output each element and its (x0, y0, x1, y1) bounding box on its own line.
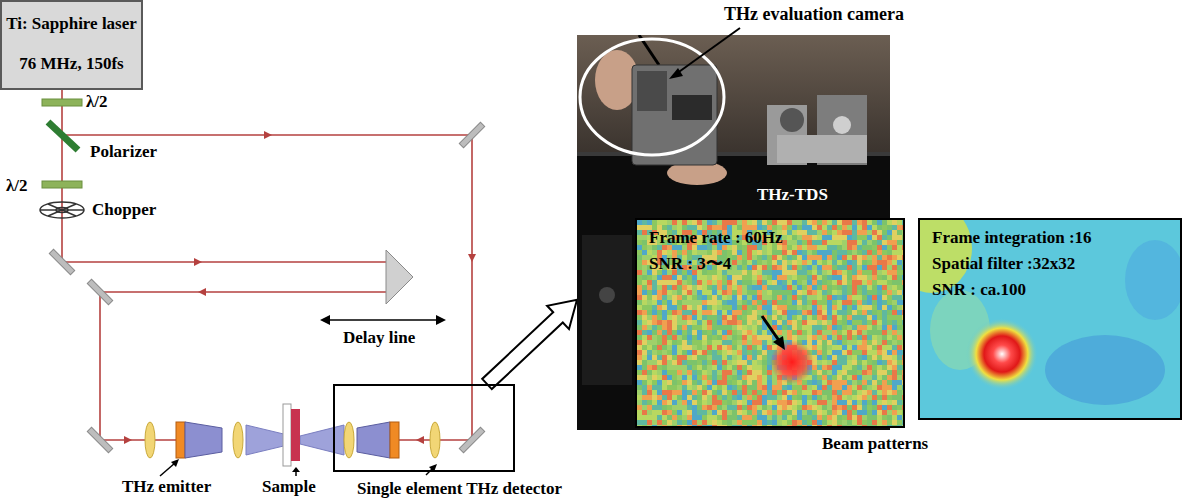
noise-speckle (637, 220, 905, 428)
noise-speckle (637, 220, 905, 428)
half-wave-plate (42, 99, 82, 106)
leader-line (160, 463, 175, 476)
beam-arrow (416, 436, 424, 444)
beam-spot (966, 318, 1038, 390)
thz-camera (632, 65, 717, 165)
beam-arrow (198, 288, 206, 296)
part-label: Polarizer (90, 142, 157, 161)
chopper (48, 204, 76, 216)
connector-arrow (482, 300, 577, 389)
node-text: Ti: Sapphire laser (6, 14, 137, 33)
silicon-lens (185, 422, 222, 458)
noise-speckle (637, 220, 905, 428)
optics-mount (833, 116, 851, 134)
node-text: SNR : ca.100 (932, 280, 1026, 299)
noise-background (637, 220, 905, 428)
noise-speckle (637, 220, 905, 428)
half-wave-plate (42, 181, 82, 188)
noise-speckle (637, 220, 905, 428)
node-text: Single element THz detector (357, 479, 562, 498)
highlight-ellipse (580, 39, 724, 155)
part-label: Delay line (343, 328, 415, 347)
optics-mount (780, 108, 804, 132)
noise-speckle (637, 220, 905, 428)
mirror (87, 427, 112, 452)
beam-spot (770, 340, 814, 384)
pattern-region (1125, 240, 1182, 320)
beam-pattern: Frame rate : 60HzSNR : 3〜4 (635, 218, 905, 428)
beam-arrow (468, 254, 476, 262)
chopper (48, 204, 76, 216)
sample-holder (283, 404, 291, 466)
part-label: THz evaluation camera (724, 4, 904, 24)
leader-line (676, 28, 740, 74)
laser-beam (471, 135, 473, 440)
laser-beam (61, 90, 63, 262)
pointer-arrow (773, 336, 785, 350)
beam-arrow (124, 436, 132, 444)
part-label: λ/2 (6, 176, 28, 195)
beam-arrow (264, 131, 272, 139)
illustration (920, 220, 1182, 420)
node-text: 76 MHz, 150fs (19, 54, 123, 73)
beam-arrow (194, 258, 202, 266)
leader-arrow (669, 68, 683, 79)
chopper (40, 202, 84, 218)
thz-emitter (176, 422, 185, 458)
part-label: Chopper (92, 200, 156, 219)
laser-beam (62, 261, 396, 263)
optics-mount (777, 135, 867, 163)
lens (344, 422, 354, 458)
tds-part (582, 235, 632, 385)
thz-detector (390, 422, 399, 458)
mirror (459, 122, 484, 147)
pattern-region (1045, 335, 1165, 405)
thz-camera (672, 95, 712, 120)
sample (291, 409, 300, 461)
laser-beam (100, 439, 176, 441)
lens (430, 422, 440, 458)
beam-pattern: Frame integration :16Spatial filter :32x… (918, 218, 1182, 420)
laser-beam (99, 292, 101, 440)
silicon-lens (357, 422, 390, 458)
node-text: THz-TDS (757, 185, 828, 204)
illustration (637, 220, 905, 428)
delay-arrow (320, 315, 330, 325)
delay-arrow (436, 315, 446, 325)
part-label: THz emitter (122, 477, 211, 496)
retroreflector (386, 250, 413, 304)
lens (145, 422, 155, 458)
laser-beam (100, 291, 396, 293)
detector-box: Single element THz detector (333, 384, 515, 472)
delay-arrow (326, 319, 440, 321)
node-text: Spatial filter :32x32 (932, 254, 1075, 273)
noise-speckle (637, 220, 905, 428)
part-label: λ/2 (86, 92, 108, 111)
polarizer (48, 122, 78, 150)
leader-arrow (292, 467, 300, 472)
part-label: Sample (262, 477, 316, 496)
thz-beam (300, 425, 344, 455)
noise-speckle (637, 220, 905, 428)
mirror (49, 249, 74, 274)
node-text: Frame rate : 60Hz (649, 228, 783, 247)
pointer-arrow (762, 316, 780, 342)
node-text: Frame integration :16 (932, 228, 1092, 247)
mirror (459, 427, 484, 452)
node-text: SNR : 3〜4 (649, 254, 731, 273)
lens (233, 422, 243, 458)
tds-part (599, 287, 615, 303)
laser-box: Ti: Sapphire laser 76 MHz, 150fs (0, 0, 143, 90)
noise-speckle (637, 220, 905, 428)
part-label: Beam patterns (822, 434, 928, 453)
leader-arrow (171, 459, 179, 467)
mirror (87, 279, 112, 304)
thz-camera (637, 71, 667, 111)
